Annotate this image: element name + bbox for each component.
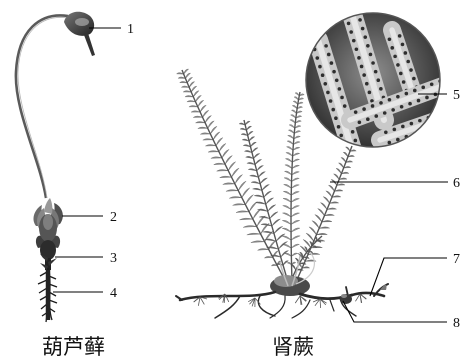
leader-7 [370,258,447,296]
magnified-sori-inset [306,13,450,150]
label-8: 8 [453,316,460,331]
moss-caption: 葫芦藓 [42,335,105,359]
moss-capsule [64,12,95,56]
label-6: 6 [453,176,460,191]
moss-leaves [34,198,63,260]
label-3: 3 [110,251,117,266]
fern-caption: 肾蕨 [272,335,314,359]
leader-8 [343,301,447,322]
label-2: 2 [110,210,117,225]
label-4: 4 [110,286,117,301]
label-5: 5 [453,88,460,103]
label-1: 1 [127,22,134,37]
label-7: 7 [453,252,460,267]
moss-plant [16,12,95,322]
